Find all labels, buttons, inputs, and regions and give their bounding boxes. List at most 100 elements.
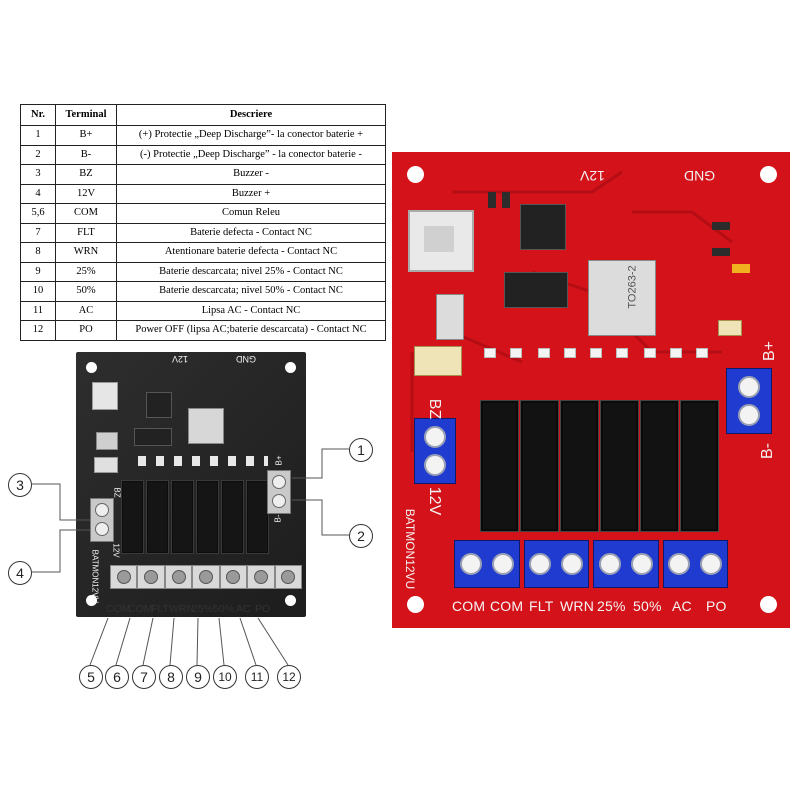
red-label-50: 50% [633,598,662,614]
terminal-screw [491,553,514,575]
mounting-hole [760,166,777,183]
led [564,348,576,358]
terminal-screw [700,553,723,575]
led [696,348,708,358]
relay [480,400,519,532]
mounting-hole [407,596,424,613]
mounting-hole [285,595,296,606]
led [510,348,522,358]
callout-4: 4 [8,561,32,585]
terminal-screw [529,553,552,575]
microcontroller-chip [146,392,172,418]
terminal-screw [110,565,138,589]
silk-bz-label: BZ [426,398,444,420]
terminal-screw [738,376,760,398]
battery-terminal-block [726,368,772,434]
relay [121,480,144,554]
silk-bplus-label: B+ [761,340,779,362]
relay [600,400,639,532]
dark-label-com: COM [106,603,131,615]
terminal-screw [738,404,760,426]
transistor-component [96,432,118,450]
terminal-screw [424,426,446,448]
terminal-screw [219,565,248,589]
header-nr: Nr. [20,104,56,126]
red-label-wrn: WRN [560,598,595,614]
terminal-block [454,540,520,588]
callout-7: 7 [132,665,156,689]
resistor [712,248,730,256]
capacitor-component [414,346,462,376]
callout-11: 11 [245,665,269,689]
led [538,348,550,358]
relay [171,480,194,554]
led [670,348,682,358]
relay [520,400,559,532]
callout-8: 8 [159,665,183,689]
mounting-hole [760,596,777,613]
battery-terminal-block [267,470,291,514]
callout-1: 1 [349,438,373,462]
red-label-com: COM [490,598,524,614]
header-terminal: Terminal [55,104,117,126]
table-header-row: Nr. Terminal Descriere [20,104,386,126]
capacitor-component [94,457,118,473]
callout-9: 9 [186,665,210,689]
relay [146,480,169,554]
cell-terminal: PO [55,320,117,341]
relay [246,480,269,554]
terminal-screw [630,553,653,575]
led-row [138,456,268,466]
red-label-25: 25% [597,598,626,614]
inductor-component [92,382,118,410]
terminal-block [593,540,659,588]
regulator-to263 [188,408,224,444]
red-label-com: COM [452,598,486,614]
terminal-screw [459,553,482,575]
cell-desc: Power OFF (lipsa AC;baterie descarcata) … [116,320,386,341]
dark-label-50: 50% [213,603,235,615]
output-terminal-strip [454,540,728,588]
red-label-flt: FLT [529,598,554,614]
buzzer-terminal-block [90,498,114,542]
buzzer-terminal-block [414,418,456,484]
mounting-hole [86,595,97,606]
dark-label-po: PO [255,603,271,615]
driver-ic [504,272,568,308]
red-label-ac: AC [672,598,692,614]
relay [680,400,719,532]
terminal-screw [164,565,193,589]
resistor [712,222,730,230]
resistor [502,192,510,208]
terminal-screw [598,553,621,575]
dark-label-flt: FLT [151,603,169,615]
led [590,348,602,358]
led [484,348,496,358]
silk-12v-side-label: 12V [426,486,444,516]
driver-ic [134,428,172,446]
callout-10: 10 [213,665,237,689]
terminal-screw [137,565,165,589]
terminal-screw [247,565,275,589]
header-descriere: Descriere [116,104,386,126]
terminal-screw [668,553,691,575]
relay [560,400,599,532]
transistor-component [436,294,464,340]
microcontroller-chip [520,204,566,250]
terminal-block [662,540,728,588]
dark-pcb-board: 12V GND B+ B- BZ 12V BATMON12VU [76,352,306,617]
callout-12: 12 [277,665,301,689]
mounting-hole [285,362,296,373]
callout-6: 6 [105,665,129,689]
resistor [488,192,496,208]
dark-label-ac: AC [236,603,251,615]
silk-model-label: BATMON12VU [403,508,418,590]
relay [221,480,244,554]
red-pcb-board: 12V GND TO263-2 [392,152,790,628]
